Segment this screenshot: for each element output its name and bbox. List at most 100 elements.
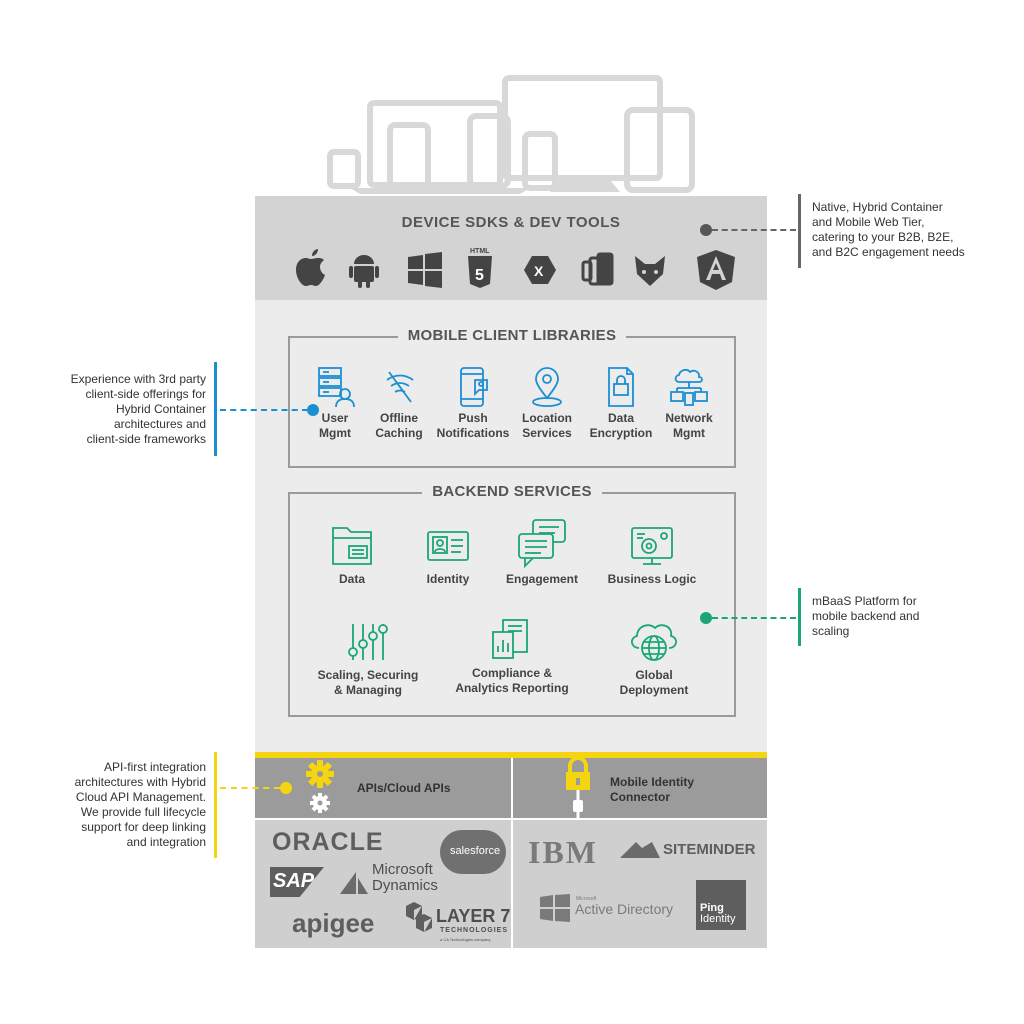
apigee-logo: apigee [292,908,375,938]
angular-icon [697,250,735,290]
lib-label-line2: Encryption [589,426,653,440]
annotation-line: architectures and [113,417,206,431]
connector-line1: Mobile Identity [610,775,694,789]
svc-label-line1: Business Logic [607,572,697,586]
annotation-line: and Mobile Web Tier, [812,215,925,229]
ad-microsoft-small: Microsoft [576,896,597,902]
annotation-bar-gray [798,194,801,268]
ping-line1: Ping [700,902,724,914]
annotation-connector-green [712,617,796,619]
lib-label-line1: Offline [380,411,418,425]
annotation-line: client-side frameworks [86,432,206,446]
backend-services-title: BACKEND SERVICES [422,483,602,500]
svc-compliance: Compliance &Analytics Reporting [442,618,582,696]
annotation-right-top: Native, Hybrid Container and Mobile Web … [812,200,965,260]
ping-line2: Identity [700,913,736,925]
ibm-logo: IBM [528,834,598,870]
active-directory-windows-icon [540,894,570,922]
annotation-dot-green [700,612,712,624]
svc-business-logic: Business Logic [582,524,722,587]
svc-label-line1: Data [338,572,365,586]
annotation-bar-green [798,588,801,646]
sdk-icons-row: HTML 5 X [296,248,735,290]
sliders-icon [348,624,388,660]
svc-label-line1: Scaling, Securing [317,668,419,682]
connector-lock-icon [566,756,590,822]
salesforce-logo [440,830,506,874]
ms-dynamics-line1: Microsoft [372,861,433,878]
html5-icon: HTML 5 [468,248,492,288]
annotation-line: API-first integration [103,760,206,774]
annotation-line: scaling [812,624,850,638]
microsoft-dynamics-logo: Microsoft Dynamics [372,862,438,894]
lib-label-line1: Data [607,411,634,425]
report-icon [492,619,528,659]
sap-text: SAP [273,870,315,892]
gears-icon [306,760,334,813]
lib-label-line2: Services [522,426,572,440]
annotation-line: Experience with 3rd party [70,372,206,386]
api-yellow-bar [255,752,767,758]
svc-label-line1: Identity [426,572,470,586]
lib-label-line2: Notifications [436,426,510,440]
sdk-title: DEVICE SDKS & DEV TOOLS [401,214,621,231]
annotation-dot-blue [307,404,319,416]
ping-identity-text: Ping Identity [700,903,735,925]
svc-label-line2: Deployment [619,683,689,697]
xamarin-icon: X [524,256,556,284]
network-mgmt-icon [670,368,708,406]
annotation-line: Native, Hybrid Container [812,200,943,214]
lib-label-line2: Mgmt [673,426,705,440]
oracle-logo: ORACLE [272,828,384,856]
mobile-identity-connector-label: Mobile Identity Connector [610,775,694,805]
siteminder-logo: SITEMINDER [663,841,756,858]
ping-identity-logo [696,880,746,930]
data-encryption-icon [608,367,634,407]
chat-icon [518,519,566,568]
annotation-left-mid: Experience with 3rd party client-side of… [20,372,206,447]
svc-identity: Identity [378,524,518,587]
active-directory-logo: Active Directory [575,901,674,917]
id-card-icon [427,531,469,561]
lib-label-line1: Network [665,411,713,425]
folder-icon [332,527,372,565]
layer7-tagline: a CA Technologies company [440,937,491,942]
windows-icon [408,252,442,288]
annotation-line: and B2C engagement needs [812,245,965,259]
annotation-line: We provide full lifecycle [80,805,206,819]
annotation-line: mobile backend and [812,609,920,623]
layer7-cubes-icon [406,902,432,932]
svg-text:X: X [534,263,544,279]
annotation-dot-gray [700,224,712,236]
svc-data: Data [282,524,422,587]
salesforce-text: salesforce [450,845,501,857]
annotation-line: Hybrid Container [115,402,206,416]
monitor-gear-icon [631,527,673,565]
offline-caching-icon [386,371,414,403]
annotation-connector-yellow [220,787,280,789]
svc-label-line1: Global [635,668,673,682]
lib-label-line2: Mgmt [319,426,351,440]
annotation-left-bottom: API-first integration architectures with… [20,760,206,850]
layer7-logo: LAYER 7 [436,906,511,926]
svc-engagement: Engagement [472,518,612,587]
svg-text:5: 5 [475,267,484,284]
dynamics-icon [340,872,368,894]
svc-label-line2: Analytics Reporting [455,681,569,695]
lib-label-line1: Push [458,411,488,425]
annotation-line: support for deep linking [81,820,206,834]
annotation-line: architectures with Hybrid [74,775,206,789]
annotation-bar-yellow [214,752,217,858]
lib-label-line2: Caching [375,426,423,440]
device-sdk-panel [255,196,767,300]
windows-phone-icon [581,252,614,286]
ms-dynamics-line2: Dynamics [372,877,438,894]
svc-label-line2: & Managing [334,683,402,697]
